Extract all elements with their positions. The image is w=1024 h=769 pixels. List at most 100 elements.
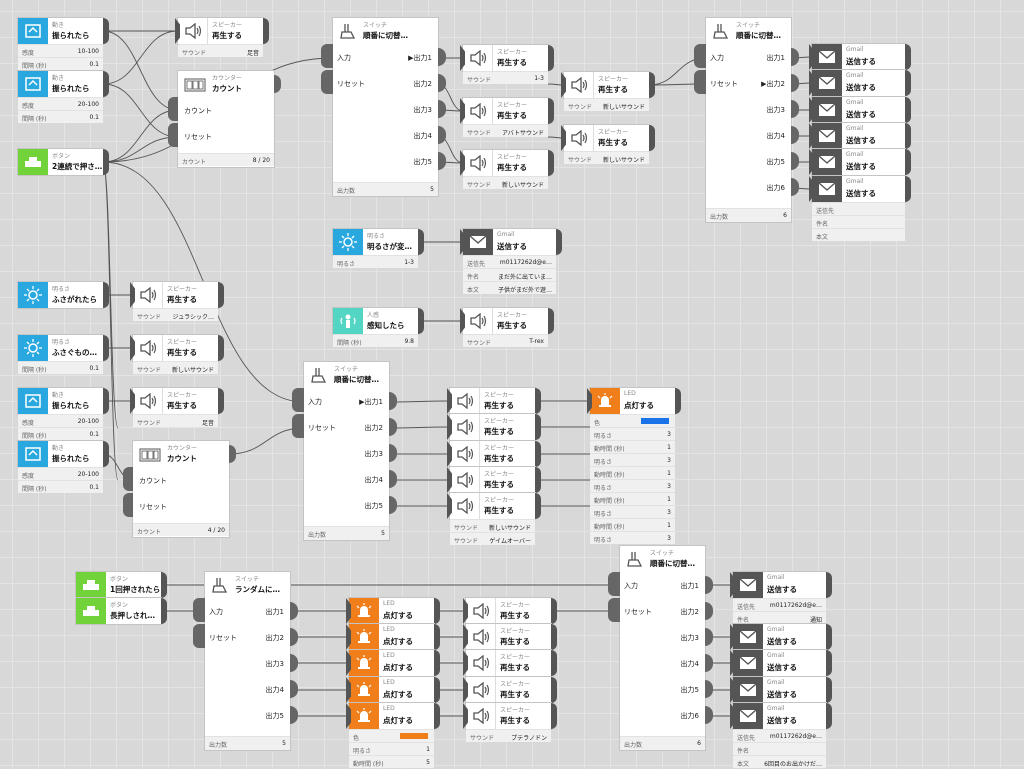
input-port[interactable]	[130, 335, 135, 361]
output-port[interactable]	[826, 677, 832, 703]
output-port[interactable]	[263, 18, 269, 44]
input-port[interactable]	[730, 572, 735, 598]
output-port[interactable]	[434, 624, 440, 650]
output-port-2[interactable]	[389, 418, 397, 436]
output-port[interactable]	[551, 624, 557, 650]
output-port[interactable]	[548, 150, 554, 176]
output-port-5[interactable]	[791, 152, 799, 170]
output-port[interactable]	[161, 598, 167, 624]
output-port-4[interactable]	[389, 470, 397, 488]
output-port-5[interactable]	[705, 680, 713, 698]
input-port[interactable]	[809, 70, 814, 96]
input-port[interactable]	[346, 598, 351, 624]
speaker-node[interactable]: スピーカー再生するサウンド新しいサウンド	[561, 125, 655, 164]
output-port[interactable]	[535, 493, 541, 519]
input-port[interactable]	[809, 176, 814, 202]
bright-node[interactable]: 明るさふさぐもの…間隔 (秒)0.1	[18, 335, 109, 374]
input-port[interactable]	[809, 44, 814, 70]
output-port[interactable]	[418, 229, 424, 255]
output-port[interactable]	[548, 45, 554, 71]
property-row[interactable]: サウンド新しいサウンド	[450, 519, 535, 532]
output-port-1[interactable]	[438, 48, 446, 66]
output-port[interactable]	[548, 308, 554, 334]
reset-port[interactable]	[321, 70, 333, 94]
output-port[interactable]	[535, 441, 541, 467]
output-port[interactable]	[103, 388, 109, 414]
output-port[interactable]	[535, 467, 541, 493]
color-swatch[interactable]	[641, 418, 669, 424]
property-row[interactable]: サウンド足音	[178, 44, 263, 57]
property-row[interactable]: サウンドジュラシック…	[133, 308, 218, 321]
count-port[interactable]	[168, 97, 178, 121]
output-port-5[interactable]	[438, 152, 446, 170]
input-port[interactable]	[193, 598, 205, 622]
output-port[interactable]	[229, 445, 236, 463]
button-node[interactable]: ボタン長押しされ…	[76, 598, 167, 624]
input-port[interactable]	[130, 282, 135, 308]
output-port[interactable]	[434, 703, 440, 729]
input-port[interactable]	[608, 572, 620, 596]
reset-port[interactable]	[608, 598, 620, 622]
input-port[interactable]	[460, 229, 465, 255]
output-port-3[interactable]	[290, 654, 298, 672]
input-port[interactable]	[694, 44, 706, 68]
property-row[interactable]: 間隔 (秒)0.1	[18, 361, 103, 374]
property-row[interactable]: サウンド新しいサウンド	[463, 176, 548, 189]
property-row[interactable]: 間隔 (秒)9.8	[333, 334, 418, 347]
output-port-4[interactable]	[438, 126, 446, 144]
input-port[interactable]	[463, 703, 468, 729]
output-port[interactable]	[218, 282, 224, 308]
property-row[interactable]: 間隔 (秒)0.1	[18, 110, 103, 123]
count-port[interactable]	[123, 467, 133, 491]
property-row[interactable]: サウンド新しいサウンド	[133, 361, 218, 374]
output-port-2[interactable]	[791, 74, 799, 92]
output-port[interactable]	[826, 703, 832, 729]
input-port[interactable]	[463, 624, 468, 650]
property-row[interactable]: 件名通知	[733, 611, 826, 624]
speaker-node[interactable]: スピーカー再生するサウンドプテラノドン	[463, 703, 557, 742]
output-port[interactable]	[103, 335, 109, 361]
speaker-node[interactable]: スピーカー再生する	[463, 598, 557, 624]
output-port-5[interactable]	[389, 496, 397, 514]
output-port[interactable]	[675, 388, 681, 414]
output-port[interactable]	[434, 650, 440, 676]
color-swatch[interactable]	[400, 733, 428, 739]
output-port[interactable]	[103, 18, 109, 44]
input-port[interactable]	[447, 493, 452, 519]
output-port[interactable]	[434, 598, 440, 624]
output-port[interactable]	[905, 97, 911, 123]
output-port-1[interactable]	[791, 48, 799, 66]
property-row[interactable]: 動時間 (秒)1	[590, 466, 675, 479]
input-port[interactable]	[561, 125, 566, 151]
input-port[interactable]	[346, 677, 351, 703]
speaker-node[interactable]: スピーカー再生するサウンド新しいサウンドサウンドゲイムオーバー	[447, 493, 541, 545]
property-row[interactable]: 件名	[733, 742, 826, 755]
speaker-node[interactable]: スピーカー再生する	[463, 650, 557, 676]
output-port-3[interactable]	[791, 100, 799, 118]
output-port[interactable]	[826, 572, 832, 598]
speaker-node[interactable]: スピーカー再生する	[463, 624, 557, 650]
output-port[interactable]	[551, 703, 557, 729]
output-port[interactable]	[905, 123, 911, 149]
property-row[interactable]: 色	[590, 414, 675, 427]
input-port[interactable]	[463, 650, 468, 676]
output-port-3[interactable]	[438, 100, 446, 118]
